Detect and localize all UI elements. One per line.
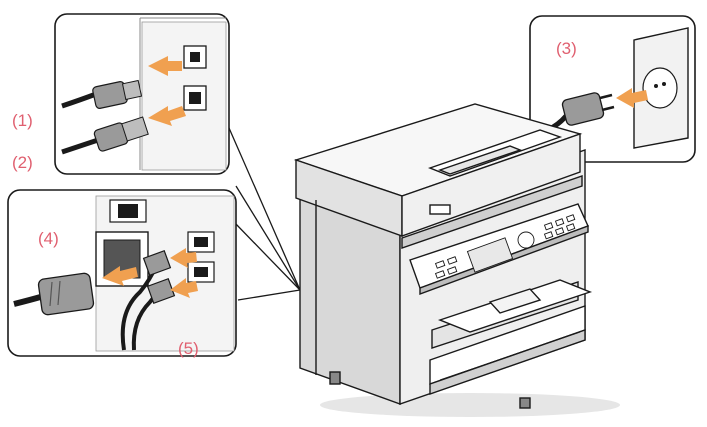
inset-power-phone bbox=[8, 190, 236, 356]
label-2: (2) bbox=[12, 153, 33, 172]
printer-icon bbox=[296, 104, 620, 417]
lan-port-icon bbox=[184, 86, 206, 110]
inset-usb-lan bbox=[55, 14, 229, 174]
usb-port-icon bbox=[184, 46, 206, 68]
outlet-icon bbox=[634, 28, 688, 148]
label-5: (5) bbox=[178, 339, 199, 358]
label-3: (3) bbox=[556, 39, 577, 58]
label-4: (4) bbox=[38, 229, 59, 248]
label-1: (1) bbox=[12, 111, 33, 130]
